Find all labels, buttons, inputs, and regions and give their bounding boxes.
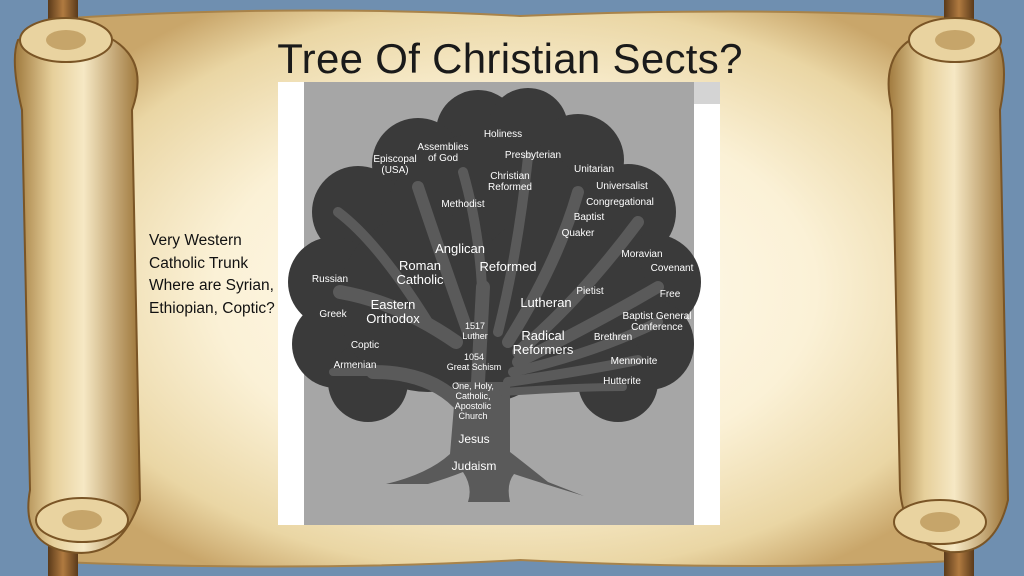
label-free: Free	[660, 289, 681, 300]
label-russian: Russian	[312, 274, 348, 285]
label-armenian: Armenian	[334, 360, 377, 371]
label-anglican: Anglican	[435, 241, 485, 256]
label-congregational: Congregational	[586, 197, 654, 208]
tree-trunk	[329, 152, 664, 502]
label-mennonite: Mennonite	[611, 356, 658, 367]
right-scroll-roll	[887, 28, 1010, 554]
label-covenant: Covenant	[651, 263, 694, 274]
label-moravian: Moravian	[621, 249, 662, 260]
label-judaism: Judaism	[452, 459, 497, 473]
label-lutheran: Lutheran	[520, 295, 571, 310]
side-note: Very Western Catholic Trunk Where are Sy…	[149, 230, 299, 320]
label-holiness: Holiness	[484, 129, 522, 140]
label-pietist: Pietist	[576, 286, 603, 297]
label-coptic: Coptic	[351, 340, 379, 351]
note-line: Catholic Trunk	[149, 254, 249, 272]
label-hutterite: Hutterite	[603, 376, 641, 387]
label-presbyterian: Presbyterian	[505, 150, 561, 161]
label-reformed: Reformed	[479, 259, 536, 274]
label-greek: Greek	[319, 309, 347, 320]
note-line: Ethiopian, Coptic?	[149, 299, 275, 317]
label-baptist: Baptist	[574, 212, 605, 223]
note-line: Where are Syrian,	[149, 277, 274, 294]
label-quaker: Quaker	[562, 228, 595, 239]
label-universalist: Universalist	[596, 181, 648, 192]
label-jesus: Jesus	[458, 432, 489, 446]
label-brethren: Brethren	[594, 332, 632, 343]
label-methodist: Methodist	[441, 199, 485, 210]
label-unitarian: Unitarian	[574, 164, 614, 175]
note-line: Very Western	[149, 232, 242, 249]
slide-title: Tree Of Christian Sects?	[277, 35, 743, 82]
left-scroll-roll	[13, 28, 142, 554]
label-episcopal-usa: Episcopal(USA)	[373, 154, 416, 176]
